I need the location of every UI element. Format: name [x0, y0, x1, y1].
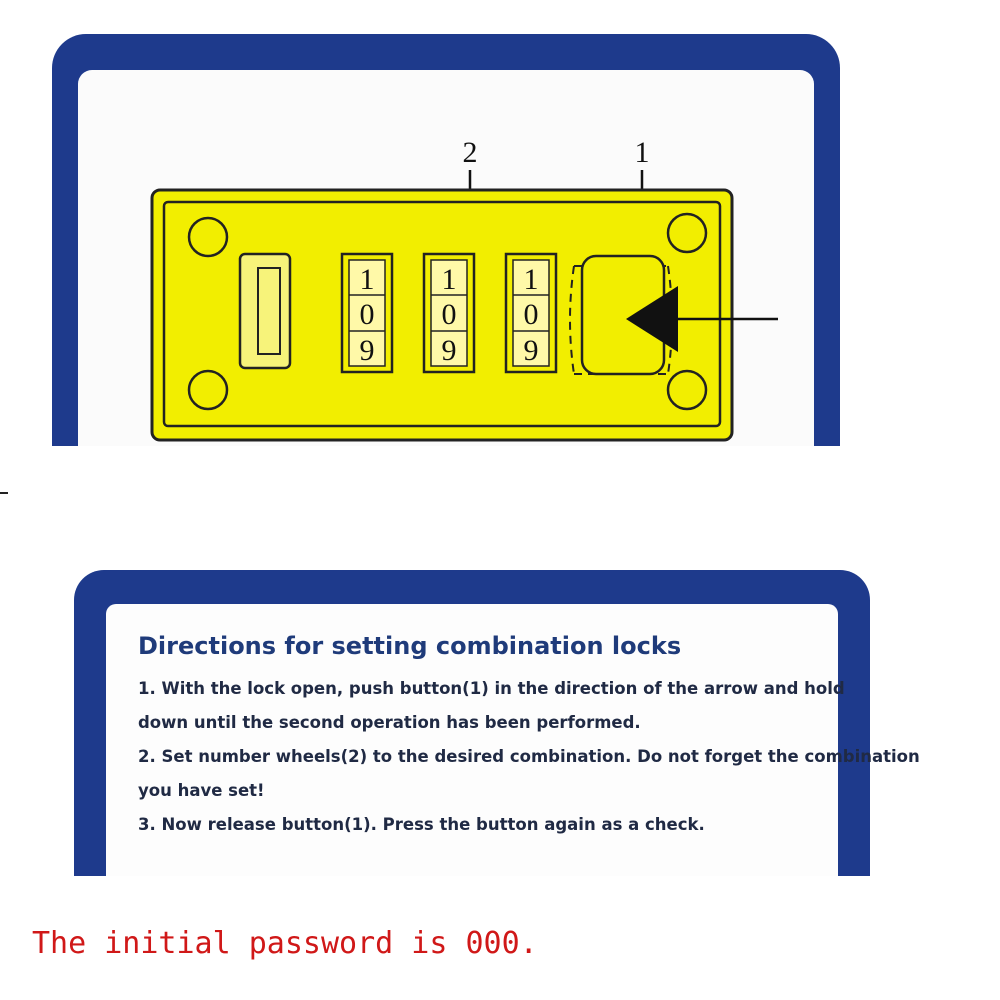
mount-hole-top-left — [187, 216, 229, 258]
instruction-line-5: 3. Now release button(1). Press the butt… — [138, 815, 705, 834]
instructions-card: Directions for setting combination locks… — [74, 570, 920, 876]
wheel-2-top-digit: 1 — [442, 263, 457, 296]
stray-mark — [0, 492, 8, 494]
diagram-card-inner: 2 1 1 0 9 — [78, 70, 814, 446]
instruction-line-2: down until the second operation has been… — [138, 713, 641, 732]
wheel-2-bottom-digit: 9 — [442, 334, 457, 367]
number-wheel-2: 1 0 9 — [422, 252, 476, 374]
number-wheel-3: 1 0 9 — [504, 252, 558, 374]
lock-plate-border — [162, 200, 722, 428]
instruction-line-4: you have set! — [138, 781, 265, 800]
wheel-3-top-digit: 1 — [524, 263, 539, 296]
instructions-title: Directions for setting combination locks — [138, 632, 682, 660]
lock-diagram: 2 1 1 0 9 — [150, 136, 778, 442]
latch-slot — [238, 252, 292, 370]
callout-button-label: 1 — [635, 136, 650, 169]
instructions-card-inner: Directions for setting combination locks… — [106, 604, 920, 876]
wheel-2-middle-digit: 0 — [442, 298, 457, 331]
wheel-1-bottom-digit: 9 — [360, 334, 375, 367]
instruction-line-1: 1. With the lock open, push button(1) in… — [138, 679, 845, 698]
arrow-left-icon — [626, 286, 778, 352]
instruction-line-3: 2. Set number wheels(2) to the desired c… — [138, 747, 920, 766]
wheel-1-top-digit: 1 — [360, 263, 375, 296]
diagram-card: 2 1 1 0 9 — [52, 34, 840, 446]
wheel-3-middle-digit: 0 — [524, 298, 539, 331]
wheel-1-middle-digit: 0 — [360, 298, 375, 331]
mount-hole-bottom-left — [187, 369, 229, 411]
push-button — [569, 254, 673, 376]
latch-slot-inner — [257, 267, 281, 355]
number-wheel-1: 1 0 9 — [340, 252, 394, 374]
mount-hole-bottom-right — [666, 369, 708, 411]
wheel-3-bottom-digit: 9 — [524, 334, 539, 367]
mount-hole-top-right — [666, 212, 708, 254]
callout-wheels-label: 2 — [463, 136, 478, 169]
initial-password-note: The initial password is 000. — [32, 926, 538, 961]
